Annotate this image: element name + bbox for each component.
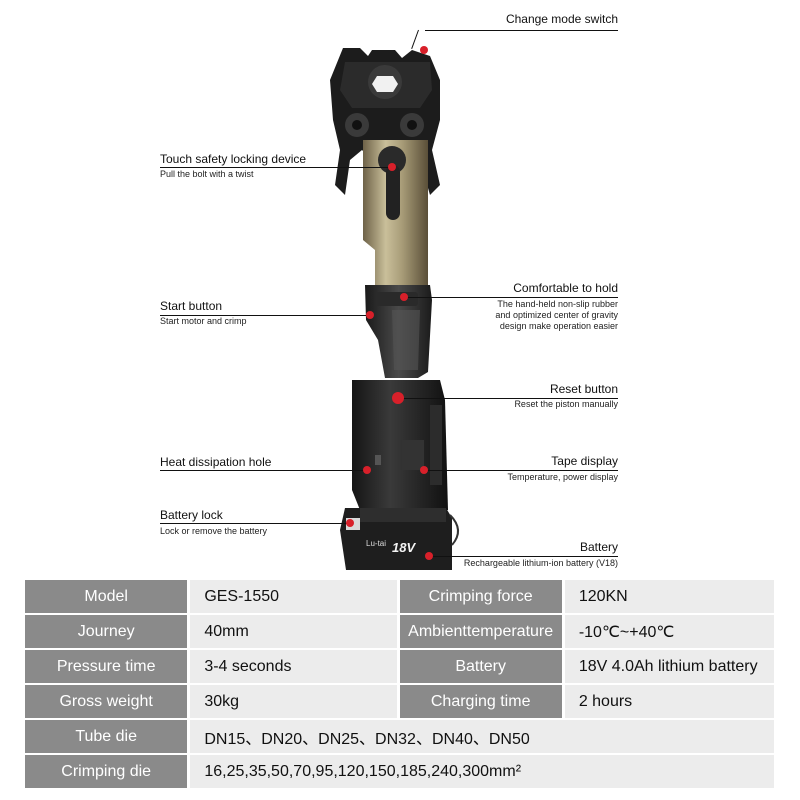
spec-row: Model GES-1550 Crimping force 120KN	[25, 580, 774, 613]
spec-label: Battery	[399, 650, 562, 683]
spec-row: Pressure time 3-4 seconds Battery 18V 4.…	[25, 650, 774, 683]
spec-value: 18V 4.0Ah lithium battery	[564, 650, 774, 683]
spec-label: Gross weight	[25, 685, 188, 718]
callout-title: Tape display	[551, 454, 618, 468]
callout-safety-lock: Touch safety locking device Pull the bol…	[160, 152, 306, 180]
callout-sub: Pull the bolt with a twist	[160, 169, 254, 179]
battery-brand-text: Lu-tai	[366, 539, 386, 548]
spec-value: 40mm	[190, 615, 397, 648]
callout-title: Heat dissipation hole	[160, 455, 272, 469]
callout-sub: Temperature, power display	[507, 472, 618, 482]
spec-value: GES-1550	[190, 580, 397, 613]
callout-sub: Rechargeable lithium-ion battery (V18)	[463, 558, 618, 568]
callout-title: Reset button	[549, 382, 618, 396]
callout-sub-3: design make operation easier	[499, 321, 618, 331]
change-mode-marker	[420, 46, 428, 54]
spec-label: Pressure time	[25, 650, 188, 683]
callout-change-mode: Change mode switch	[506, 12, 618, 26]
heat-hole-marker	[363, 466, 371, 474]
callout-sub: Lock or remove the battery	[160, 526, 268, 536]
comfortable-marker	[400, 293, 408, 301]
crimping-tool-illustration: Lu-tai 18V	[330, 48, 459, 570]
battery-marker	[425, 552, 433, 560]
spec-label: Journey	[25, 615, 188, 648]
callout-sub: Start motor and crimp	[160, 316, 247, 326]
callout-title: Battery lock	[160, 508, 223, 522]
spec-value: 30kg	[190, 685, 397, 718]
spec-value: -10℃~+40℃	[564, 615, 774, 648]
callout-title: Touch safety locking device	[160, 152, 307, 166]
spec-row: Gross weight 30kg Charging time 2 hours	[25, 685, 774, 718]
tool-body	[352, 380, 448, 510]
crimp-head	[330, 48, 440, 195]
spec-row-crimping-die: Crimping die 16,25,35,50,70,95,120,150,1…	[25, 755, 774, 788]
spec-row-tube-die: Tube die DN15、DN20、DN25、DN32、DN40、DN50	[25, 720, 774, 753]
spec-label: Ambienttemperature	[399, 615, 562, 648]
spec-label: Tube die	[25, 720, 188, 753]
callout-sub: Reset the piston manually	[514, 399, 618, 409]
callout-comfortable: Comfortable to hold The hand-held non-sl…	[495, 281, 618, 332]
tape-display-marker	[420, 466, 428, 474]
callout-battery: Battery Rechargeable lithium-ion battery…	[464, 540, 618, 569]
callout-start: Start button Start motor and crimp	[160, 299, 247, 327]
spec-value: 3-4 seconds	[190, 650, 397, 683]
battery-lock-marker	[346, 519, 354, 527]
start-button-marker	[366, 311, 374, 319]
spec-value: 2 hours	[564, 685, 774, 718]
spec-value: DN15、DN20、DN25、DN32、DN40、DN50	[190, 720, 774, 753]
battery-pack: Lu-tai 18V	[340, 508, 459, 570]
spec-label: Crimping force	[399, 580, 562, 613]
reset-button-marker	[392, 392, 404, 404]
battery-voltage-text: 18V	[392, 540, 416, 555]
callout-title: Change mode switch	[505, 12, 618, 26]
callout-title: Start button	[160, 299, 223, 313]
spec-label: Crimping die	[25, 755, 188, 788]
spec-label: Charging time	[399, 685, 562, 718]
callout-sub-2: and optimized center of gravity	[495, 310, 618, 320]
callout-title: Battery	[579, 540, 618, 554]
callout-battery-lock: Battery lock Lock or remove the battery	[160, 508, 267, 537]
callout-title: Comfortable to hold	[513, 281, 618, 295]
spec-value: 120KN	[564, 580, 774, 613]
callout-sub-1: The hand-held non-slip rubber	[497, 299, 618, 309]
callout-heat: Heat dissipation hole	[160, 455, 271, 469]
spec-value: 16,25,35,50,70,95,120,150,185,240,300mm²	[190, 755, 774, 788]
callout-tape: Tape display Temperature, power display	[507, 454, 618, 483]
spec-label: Model	[25, 580, 188, 613]
spec-table: Model GES-1550 Crimping force 120KN Jour…	[25, 580, 774, 790]
callout-reset: Reset button Reset the piston manually	[514, 382, 618, 410]
spec-row: Journey 40mm Ambienttemperature -10℃~+40…	[25, 615, 774, 648]
safety-lock-marker	[388, 163, 396, 171]
